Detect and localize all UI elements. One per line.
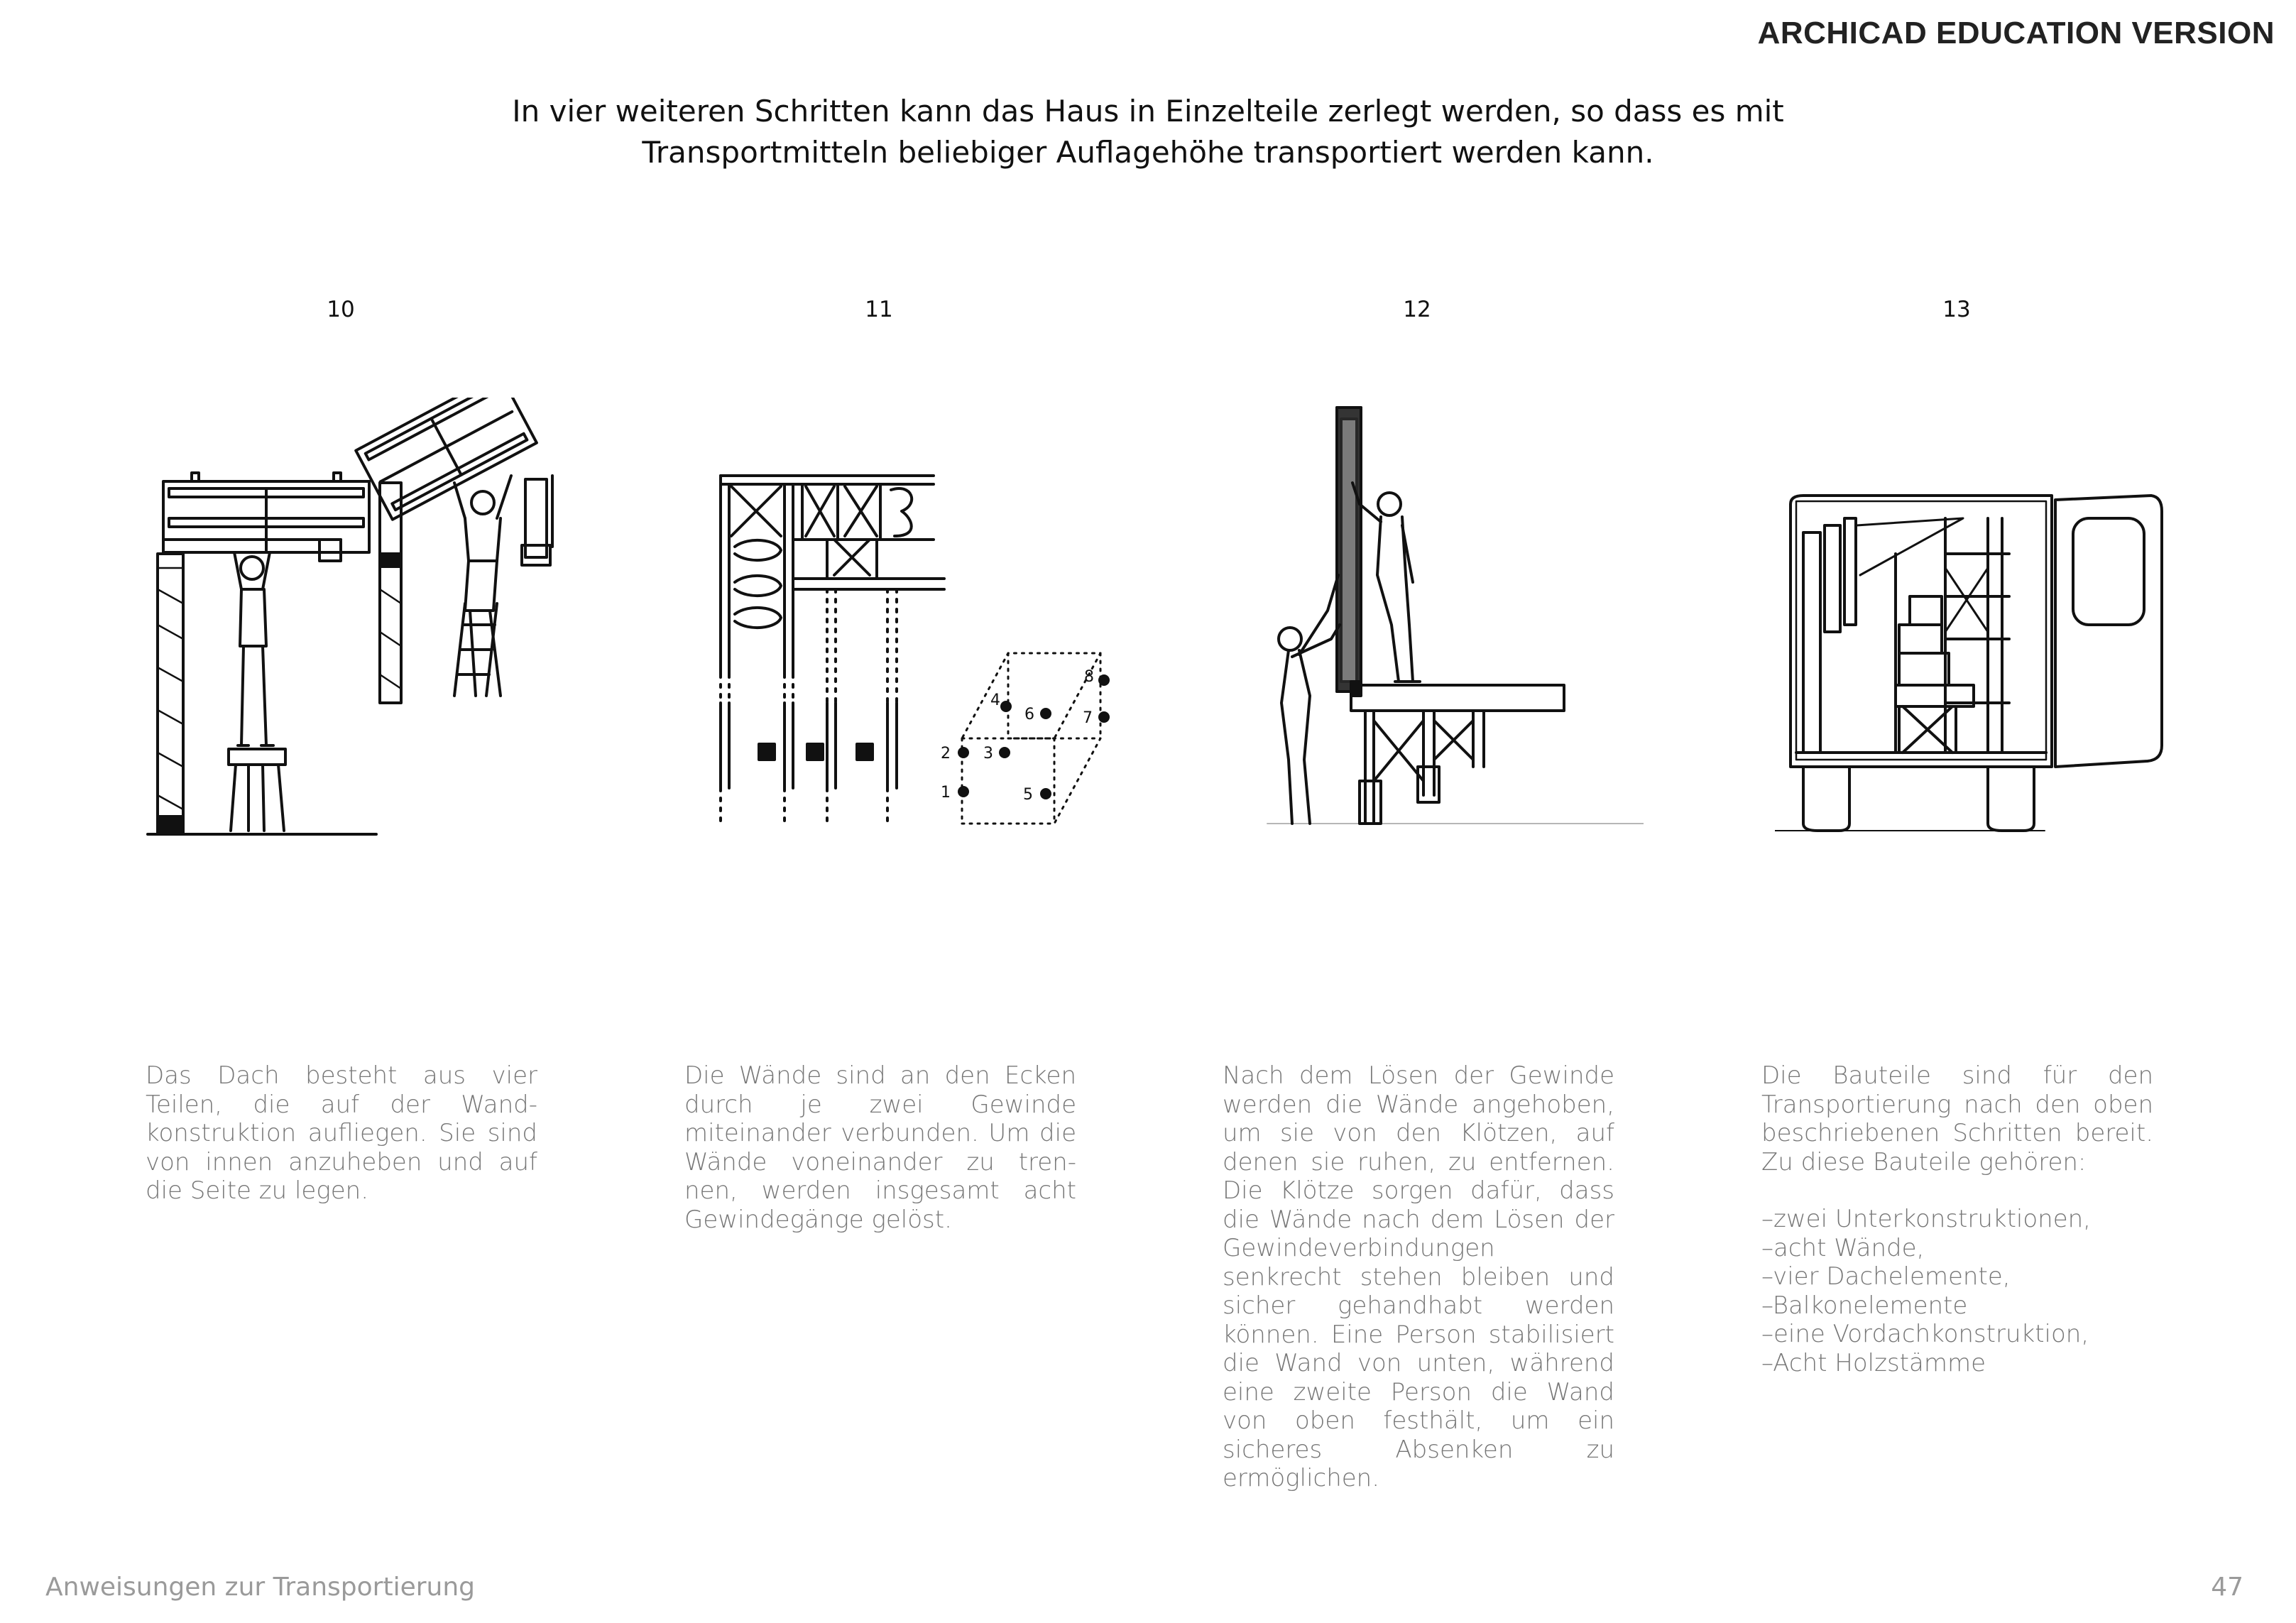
step-number-12: 12 xyxy=(1346,297,1488,322)
thread-label-2: 2 xyxy=(941,745,951,763)
page-number: 47 xyxy=(2211,1573,2243,1602)
thread-label-3: 3 xyxy=(983,745,993,763)
thread-label-4: 4 xyxy=(990,692,1000,709)
sketch-transport-van xyxy=(1775,490,2172,845)
step-12-text: Nach dem Lösen der Gewinde werden die Wä… xyxy=(1223,1061,1614,1493)
thread-label-6: 6 xyxy=(1024,706,1034,723)
component-list-item: –zwei Unterkonstruktionen, xyxy=(1761,1205,2153,1234)
step-11-text: Die Wände sind an den Ecken durch je zwe… xyxy=(684,1061,1076,1234)
thread-label-1: 1 xyxy=(941,784,951,802)
thread-label-5: 5 xyxy=(1023,786,1033,804)
step-12-description: Nach dem Lösen der Gewinde werden die Wä… xyxy=(1223,1061,1614,1493)
component-list: –zwei Unterkonstruktionen, –acht Wände, … xyxy=(1761,1205,2153,1377)
step-number-10: 10 xyxy=(270,297,412,322)
step-number-13: 13 xyxy=(1886,297,2028,322)
step-10-text: Das Dach besteht aus vier Teilen, die au… xyxy=(146,1061,537,1206)
thread-label-7: 7 xyxy=(1083,709,1093,727)
step-number-11: 11 xyxy=(808,297,950,322)
step-10-description: Das Dach besteht aus vier Teilen, die au… xyxy=(146,1061,537,1206)
component-list-item: –Balkonelemente xyxy=(1761,1291,2153,1321)
step-13-text: Die Bauteile sind für den Transportierun… xyxy=(1761,1061,2153,1176)
step-13-description: Die Bauteile sind für den Transportierun… xyxy=(1761,1061,2153,1377)
thread-label-8: 8 xyxy=(1084,668,1094,686)
intro-line-2: Transportmitteln beliebiger Auflagehöhe … xyxy=(0,132,2296,173)
sketch-roof-lifting xyxy=(142,398,596,852)
sketch-wall-connections: 1 2 3 4 5 6 7 8 xyxy=(699,469,1125,838)
intro-text: In vier weiteren Schritten kann das Haus… xyxy=(0,91,2296,173)
component-list-item: –vier Dachelemente, xyxy=(1761,1262,2153,1291)
intro-line-1: In vier weiteren Schritten kann das Haus… xyxy=(0,91,2296,132)
footer-section-title: Anweisungen zur Transportierung xyxy=(45,1573,475,1602)
sketch-wall-lifting xyxy=(1260,398,1644,852)
component-list-item: –acht Wände, xyxy=(1761,1234,2153,1263)
component-list-item: –eine Vordachkonstruktion, xyxy=(1761,1320,2153,1349)
archicad-watermark: ARCHICAD EDUCATION VERSION xyxy=(1758,16,2275,51)
component-list-item: –Acht Holzstämme xyxy=(1761,1349,2153,1378)
step-11-description: Die Wände sind an den Ecken durch je zwe… xyxy=(684,1061,1076,1234)
